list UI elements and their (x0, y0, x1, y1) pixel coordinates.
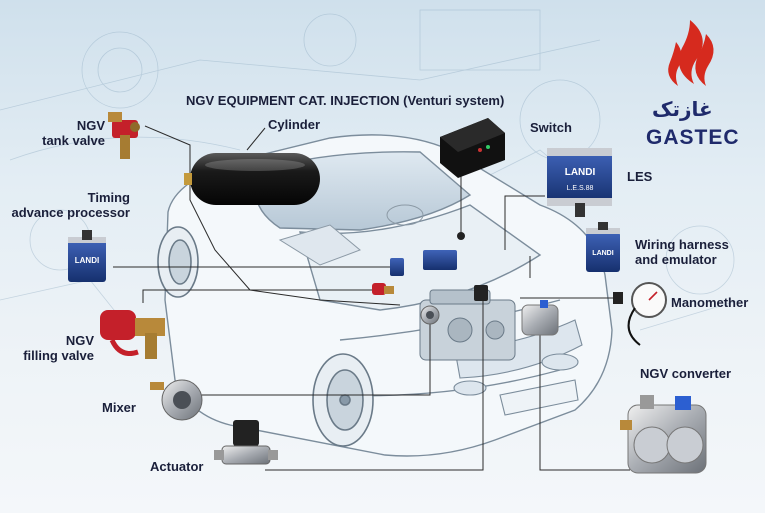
wiring-harness-landi-text: LANDI (592, 250, 613, 257)
converter-in-car-icon (521, 300, 559, 336)
label-ngv-filling-valve: NGV filling valve (23, 333, 94, 363)
label-mixer: Mixer (102, 400, 136, 415)
actuator-in-car-icon (474, 285, 488, 301)
label-cylinder: Cylinder (268, 117, 321, 132)
label-actuator: Actuator (150, 459, 204, 474)
label-ngv-tank-valve: NGV tank valve (42, 118, 105, 148)
les-code-text: L.E.S.88 (567, 185, 594, 192)
filling-valve-in-car-icon (372, 283, 394, 295)
engine-block (419, 289, 516, 361)
wiring-harness-icon (586, 222, 620, 272)
switch-icon (440, 118, 505, 178)
timing-processor-icon (68, 230, 106, 282)
switch-connector-icon (457, 232, 465, 240)
leader-lines (113, 125, 630, 471)
timing-module-in-car-icon (390, 258, 404, 276)
filling-valve-icon (100, 310, 165, 359)
les-module-icon (547, 148, 612, 217)
manometer-icon (613, 282, 667, 346)
mixer-icon (150, 379, 203, 421)
label-wiring-harness: Wiring harness and emulator (635, 237, 729, 267)
gas-cylinder (184, 153, 320, 205)
timing-processor-landi-text: LANDI (75, 256, 99, 265)
label-ngv-converter: NGV converter (640, 366, 732, 381)
tank-valve-icon (108, 112, 140, 159)
diagram-title: NGV EQUIPMENT CAT. INJECTION (Venturi sy… (186, 93, 505, 108)
label-manomether: Manomether (671, 295, 749, 310)
mixer-in-car-icon (420, 305, 440, 325)
label-les: LES (627, 169, 653, 184)
actuator-icon (214, 420, 278, 465)
car-wheels (157, 226, 374, 447)
ngv-converter-icon (620, 395, 707, 474)
brand-farsi-text: غازتک (652, 97, 713, 121)
label-switch: Switch (530, 120, 572, 135)
les-landi-text: LANDI (565, 167, 596, 178)
brand-logo-text: GASTEC (646, 126, 740, 149)
car-interior (278, 204, 424, 266)
gastec-flame-logo (668, 20, 714, 86)
label-timing-advance-processor: Timing advance processor (11, 190, 130, 220)
les-module-in-car-icon (423, 250, 457, 270)
